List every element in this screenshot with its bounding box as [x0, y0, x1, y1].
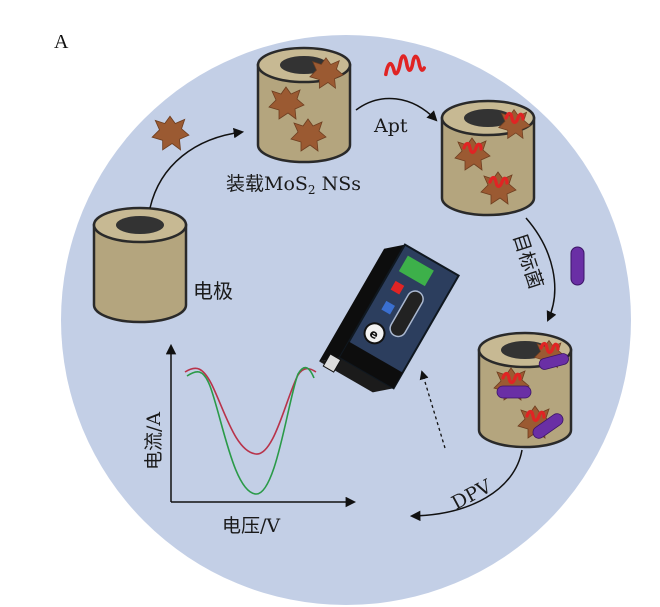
- y-axis-label: 电流/A: [143, 412, 165, 470]
- electrode-label: 电极: [193, 279, 233, 303]
- electrode-icon: [92, 206, 188, 324]
- electrode-icon: [477, 331, 573, 449]
- arrow-icon: [525, 217, 557, 322]
- arrow-icon: [149, 127, 245, 209]
- load-label-sub: 2: [308, 183, 316, 197]
- x-axis-label: 电压/V: [222, 515, 280, 537]
- dpv-plot: 电流/A 电压/V: [143, 343, 357, 537]
- curve-green: [186, 366, 315, 495]
- arrow-icon: [419, 370, 446, 449]
- curve-red: [184, 367, 317, 455]
- arrow-icon: [355, 97, 438, 122]
- bacteria-icon: [570, 246, 585, 286]
- load-label-main: 装载MoS: [226, 173, 308, 195]
- arrow-icon: [409, 449, 523, 522]
- apt-label: Apt: [373, 115, 408, 137]
- load-label-suffix: NSs: [316, 173, 361, 195]
- aptamer-icon: [384, 54, 426, 77]
- potentiostat-device-icon: e: [319, 243, 461, 393]
- electrode-icon: [440, 99, 536, 217]
- electrode-icon: [256, 46, 352, 164]
- panel-label: A: [54, 31, 69, 53]
- load-label: 装载MoS2 NSs: [226, 173, 361, 197]
